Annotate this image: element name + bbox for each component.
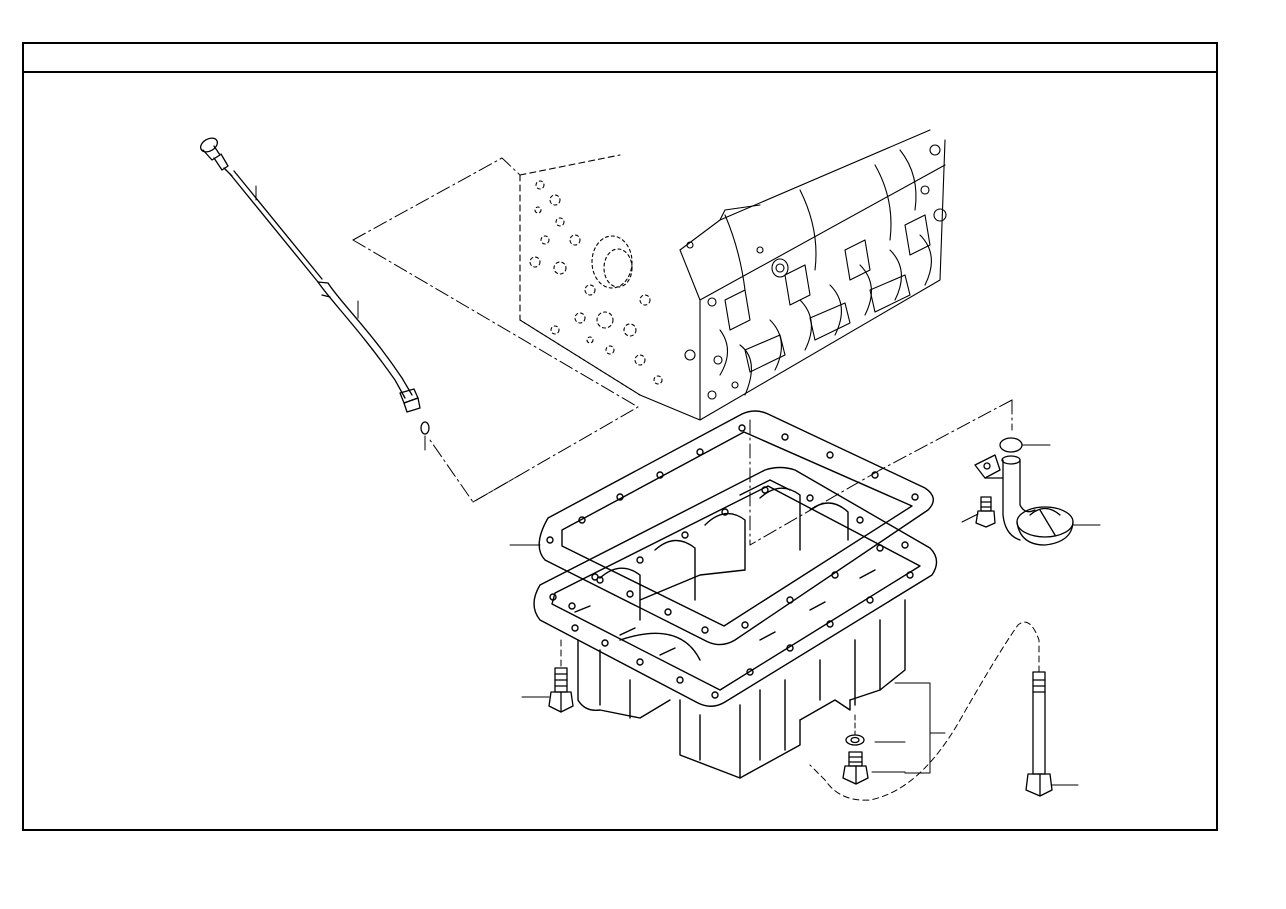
- strainer-bolt[interactable]: [975, 496, 996, 528]
- gasket-bolt-holes: [546, 424, 919, 634]
- pan-flange-holes: [549, 486, 914, 699]
- dipstick-leader-lines: [255, 185, 426, 451]
- pan-bolt-short[interactable]: [548, 639, 574, 713]
- engine-block: [519, 129, 947, 421]
- alignment-phantom-lines: [352, 157, 1013, 546]
- long-stud-bolt[interactable]: [1025, 671, 1053, 797]
- strainer-bolt-leader-line: [961, 513, 979, 523]
- drawing-frame: [22, 42, 1218, 831]
- oil-pan[interactable]: [533, 466, 938, 779]
- dipstick[interactable]: [198, 135, 430, 435]
- title-bar: [24, 44, 1216, 73]
- oil-pan-gasket[interactable]: [538, 410, 934, 646]
- o-ring[interactable]: [999, 437, 1023, 453]
- drain-washer[interactable]: [845, 734, 865, 746]
- oil-pan-leader-lines: [871, 682, 946, 774]
- oil-strainer[interactable]: [974, 454, 1074, 546]
- drain-plug[interactable]: [842, 751, 869, 785]
- long-bolt-phantom-line: [809, 621, 1040, 801]
